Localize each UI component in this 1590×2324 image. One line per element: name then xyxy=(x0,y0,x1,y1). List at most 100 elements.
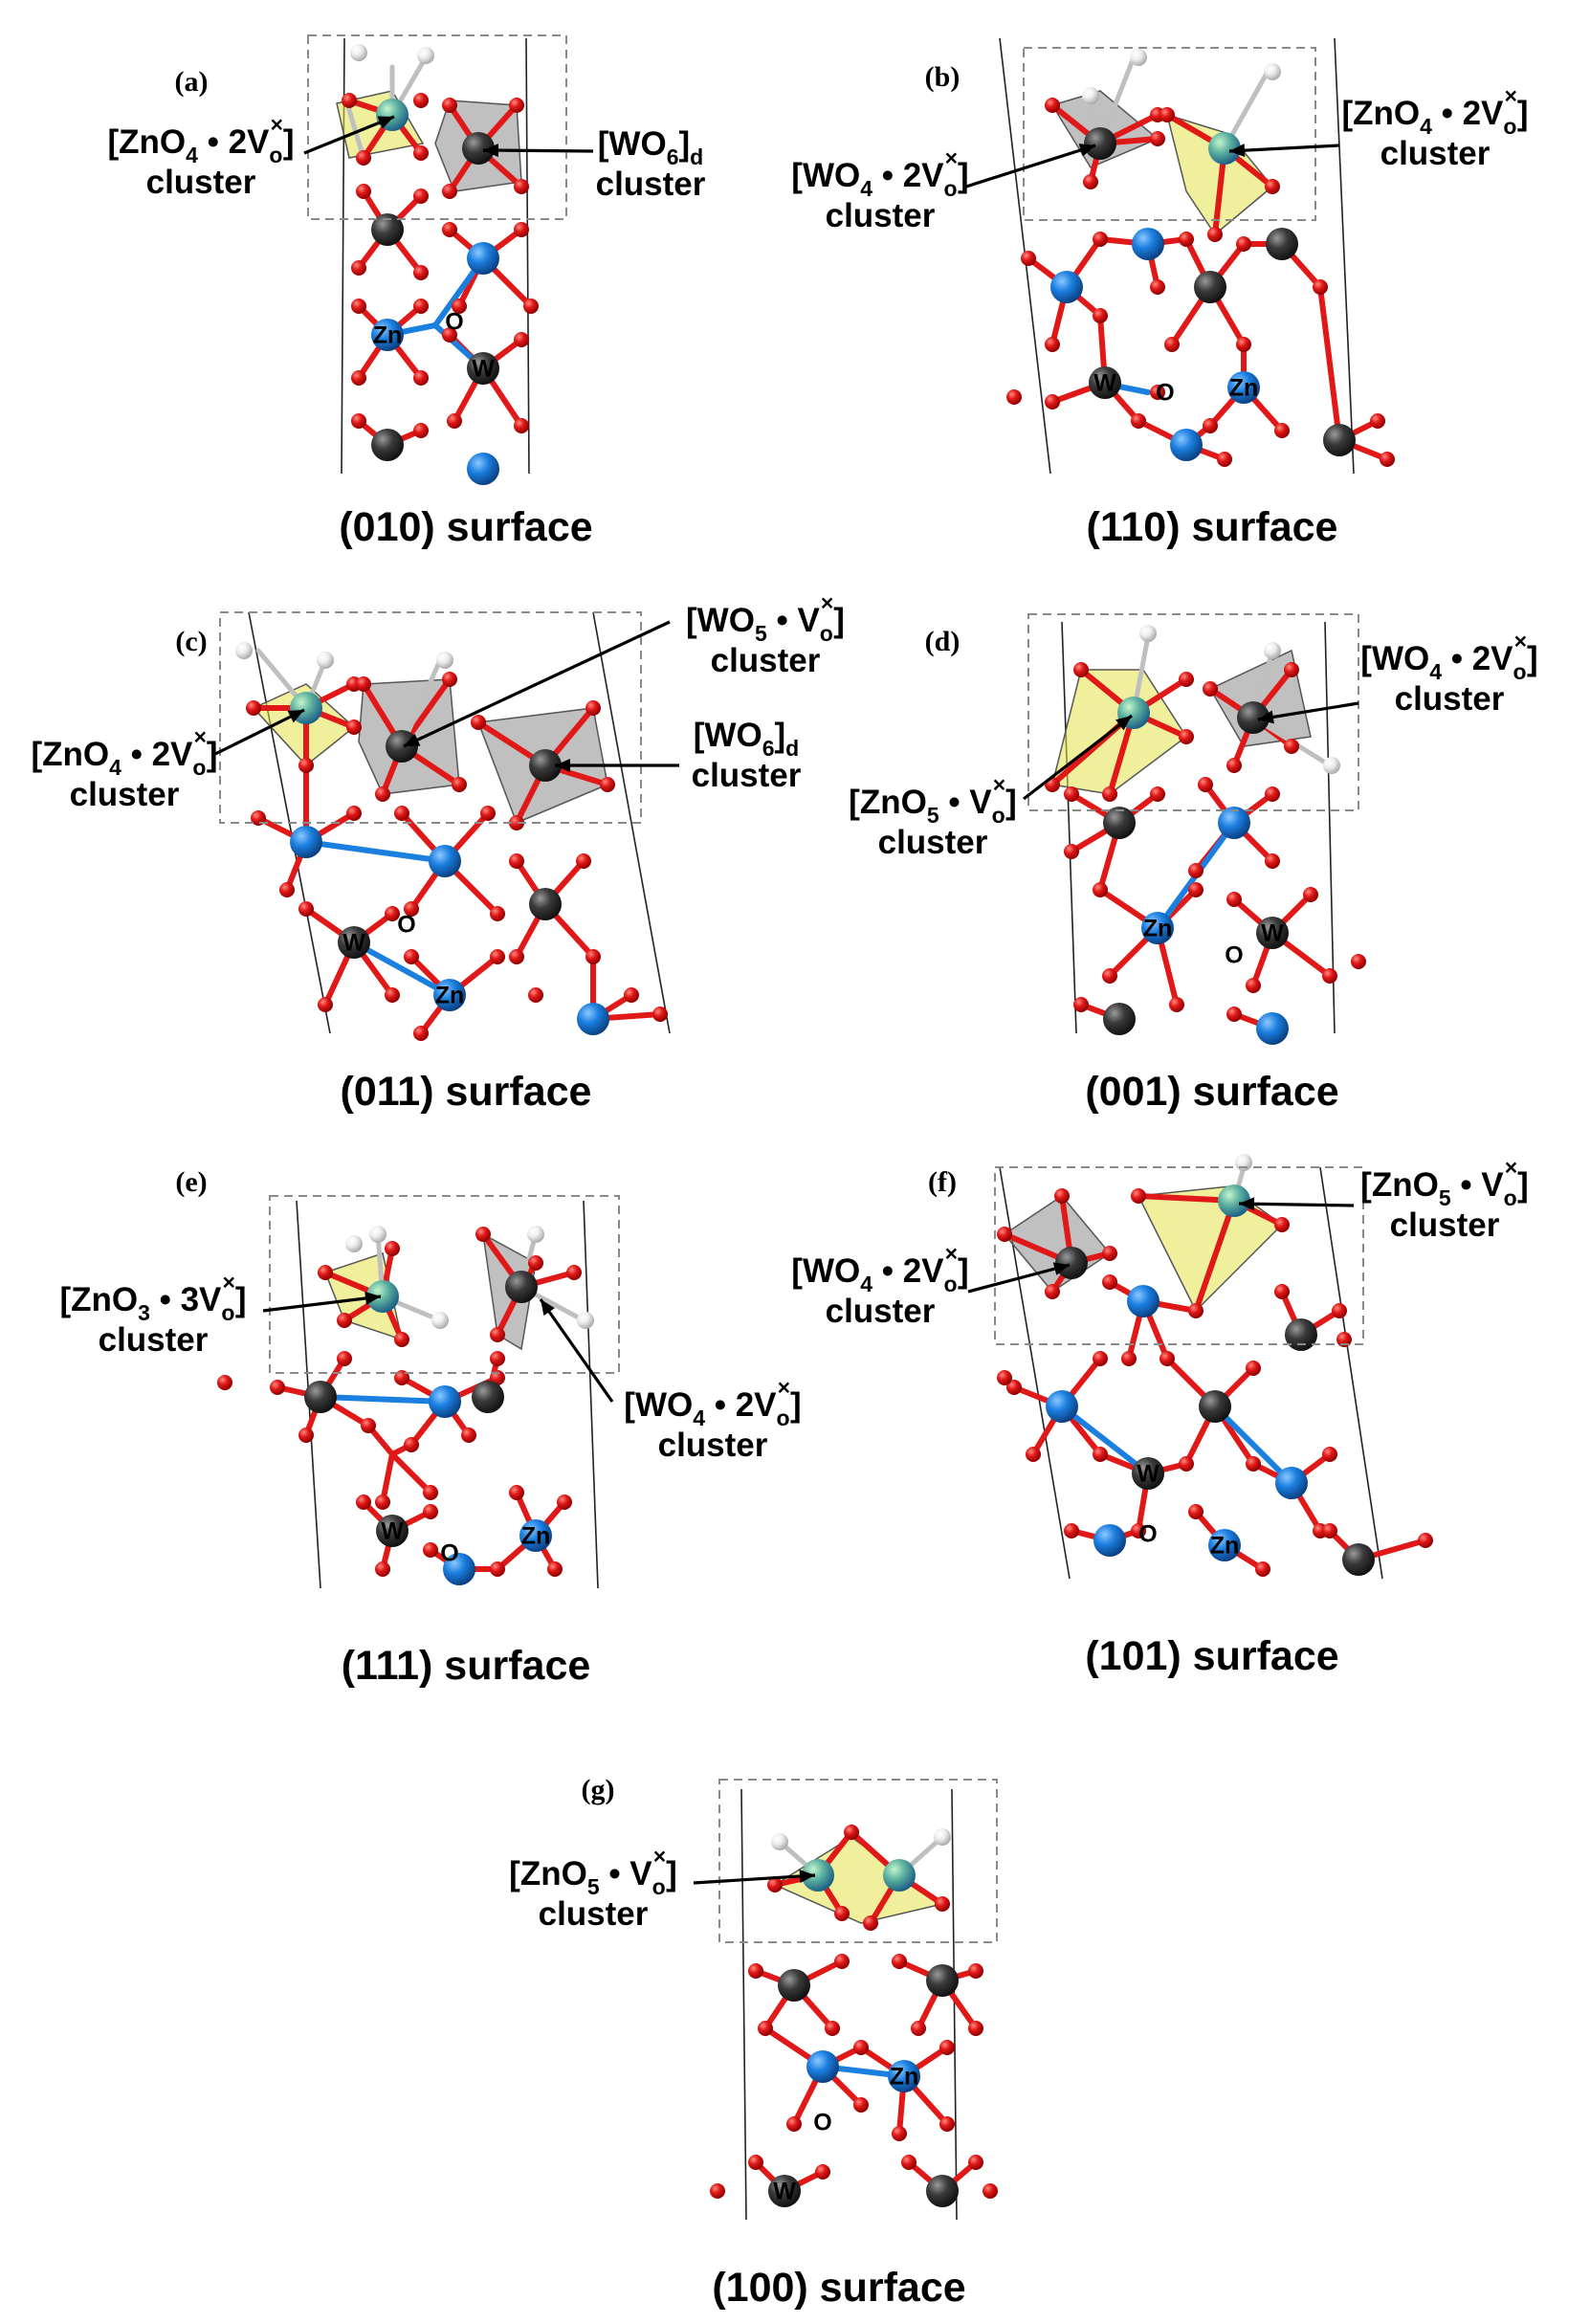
surface-cluster-box xyxy=(269,1195,620,1374)
pointer-arrow xyxy=(539,1298,614,1403)
zinc-atom xyxy=(1208,132,1241,165)
oxygen-atom xyxy=(298,758,314,773)
formula-sub: 5 xyxy=(755,621,767,646)
zinc-atom xyxy=(1218,807,1250,839)
pointer-arrow xyxy=(214,708,305,756)
cell-edge xyxy=(1334,37,1355,475)
oxygen-atom xyxy=(1332,1303,1347,1318)
formula-sup: × xyxy=(270,112,282,137)
zinc-atom xyxy=(429,845,461,877)
w-atom-label: W xyxy=(1261,920,1284,947)
formula-main: [ZnO xyxy=(849,784,927,821)
formula-end: ] xyxy=(1527,640,1538,677)
oxygen-atom xyxy=(1169,997,1184,1012)
cluster-formula: [ZnO5 • Vo×] xyxy=(1360,1155,1529,1210)
tungsten-atom xyxy=(304,1381,337,1413)
formula-end: ] xyxy=(1517,1166,1529,1204)
oxygen-atom xyxy=(853,2040,869,2055)
oxygen-atom xyxy=(1274,423,1290,438)
oxygen-atom xyxy=(767,1877,783,1892)
oxygen-atom xyxy=(514,222,529,237)
cluster-label: [WO4 • 2Vo×]cluster xyxy=(791,145,968,234)
panel-letter: (g) xyxy=(582,1774,615,1805)
bond xyxy=(303,839,448,864)
formula-main: [WO xyxy=(791,1252,860,1290)
cluster-label: [ZnO4 • 2Vo×]cluster xyxy=(107,112,294,201)
cluster-word: cluster xyxy=(70,776,180,813)
formula-sup: × xyxy=(1514,629,1527,653)
oxygen-atom xyxy=(1236,236,1251,252)
formula-sub: 5 xyxy=(1439,1185,1451,1210)
tungsten-atom xyxy=(778,1969,810,2002)
oxygen-atom xyxy=(939,2116,955,2132)
oxygen-atom xyxy=(863,1915,878,1931)
formula-main: [WO xyxy=(624,1386,693,1424)
oxygen-atom xyxy=(452,777,467,792)
o-atom-label: O xyxy=(397,912,415,939)
tungsten-atom xyxy=(338,926,370,959)
cluster-label: [ZnO5 • Vo×]cluster xyxy=(1360,1155,1529,1244)
cluster-word: cluster xyxy=(1390,1206,1500,1244)
hydrogen-atom xyxy=(369,1226,386,1243)
pointer-arrow xyxy=(555,759,679,772)
oxygen-atom xyxy=(528,1255,543,1271)
oxygen-atom xyxy=(1045,1284,1060,1299)
formula-sub2: o xyxy=(944,1272,958,1296)
cell-edge xyxy=(592,611,671,1034)
oxygen-atom xyxy=(1131,1188,1146,1204)
oxygen-atom xyxy=(404,901,419,917)
oxygen-atom xyxy=(1351,954,1366,969)
zinc-atom xyxy=(1208,1529,1241,1561)
oxygen-atom xyxy=(911,2021,926,2036)
zinc-atom xyxy=(888,2060,920,2092)
oxygen-atom xyxy=(1093,882,1108,897)
oxygen-atom xyxy=(1045,337,1060,352)
oxygen-atom xyxy=(413,265,429,280)
panel-letter: (f) xyxy=(928,1166,957,1198)
oxygen-atom xyxy=(1179,232,1194,247)
oxygen-atom xyxy=(318,1265,333,1280)
oxygen-atom xyxy=(834,1906,850,1921)
oxygen-atom xyxy=(815,2164,830,2180)
oxygen-atom xyxy=(346,806,362,821)
oxygen-atom xyxy=(935,1896,950,1912)
oxygen-atom xyxy=(1102,786,1117,802)
hydrogen-atom xyxy=(345,1235,363,1252)
oxygen-atom xyxy=(1150,385,1165,400)
formula-main: [WO xyxy=(598,125,667,163)
oxygen-atom xyxy=(404,949,419,964)
oxygen-atom xyxy=(351,370,366,386)
formula-sub2: o xyxy=(192,755,206,780)
oxygen-atom xyxy=(514,418,529,433)
formula-sub: 4 xyxy=(693,1405,705,1430)
oxygen-atom xyxy=(1006,389,1022,405)
w-atom-label: W xyxy=(1093,370,1116,397)
o-atom-label: O xyxy=(1138,1521,1157,1548)
zinc-atom xyxy=(1170,429,1203,461)
oxygen-atom xyxy=(509,1485,524,1500)
hydrogen-atom xyxy=(317,652,334,669)
pointer-arrow xyxy=(1228,144,1340,158)
cluster-formula: [WO5 • Vo×] xyxy=(686,590,845,646)
formula-mid: • 2V xyxy=(198,123,270,161)
surface-caption: (110) surface xyxy=(1087,504,1338,550)
oxygen-atom xyxy=(834,1954,850,1969)
oxygen-atom xyxy=(1284,739,1299,754)
zn-polyhedron xyxy=(1051,669,1188,795)
oxygen-atom xyxy=(442,672,457,687)
oxygen-atom xyxy=(758,2021,773,2036)
cell-edge xyxy=(525,37,530,475)
oxygen-atom xyxy=(442,327,457,343)
oxygen-atom xyxy=(566,1265,582,1280)
tungsten-atom xyxy=(529,888,562,920)
panel-letter: (b) xyxy=(925,61,961,93)
cluster-label: [ZnO4 • 2Vo×]cluster xyxy=(1341,83,1528,172)
zinc-atom xyxy=(1132,228,1164,260)
oxygen-atom xyxy=(385,906,400,921)
cluster-word: cluster xyxy=(1380,135,1491,172)
cluster-formula: [WO4 • 2Vo×] xyxy=(624,1375,801,1430)
oxygen-atom xyxy=(1265,786,1280,802)
oxygen-atom xyxy=(983,2183,998,2199)
oxygen-atom xyxy=(442,98,457,113)
